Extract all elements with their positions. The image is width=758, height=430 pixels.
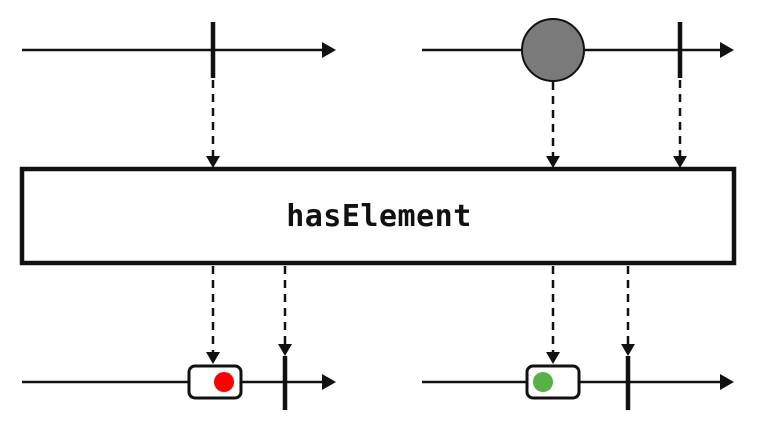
operator-label: hasElement bbox=[286, 199, 472, 234]
operator-to-output-arrows bbox=[206, 266, 635, 364]
operator-box: hasElement bbox=[19, 166, 737, 266]
output-timeline-false bbox=[22, 356, 336, 410]
timeline-arrow-icon bbox=[720, 42, 734, 58]
input-timeline-empty bbox=[22, 22, 336, 78]
timeline-arrow-icon bbox=[322, 374, 336, 390]
input-timeline-with-element bbox=[422, 18, 734, 82]
operator-box-frame bbox=[19, 166, 737, 266]
output-timeline-true bbox=[422, 356, 734, 410]
arrowhead-icon bbox=[206, 352, 220, 364]
arrowhead-icon bbox=[206, 156, 220, 168]
arrowhead-icon bbox=[546, 156, 560, 168]
true-result-dot bbox=[533, 372, 553, 392]
arrowhead-icon bbox=[546, 352, 560, 364]
false-result-dot bbox=[214, 372, 234, 392]
timeline-arrow-icon bbox=[720, 374, 734, 390]
arrowhead-icon bbox=[278, 344, 292, 356]
timeline-arrow-icon bbox=[322, 42, 336, 58]
arrowhead-icon bbox=[621, 344, 635, 356]
element-marble bbox=[521, 18, 585, 82]
input-to-operator-arrows bbox=[206, 80, 687, 168]
arrowhead-icon bbox=[673, 156, 687, 168]
